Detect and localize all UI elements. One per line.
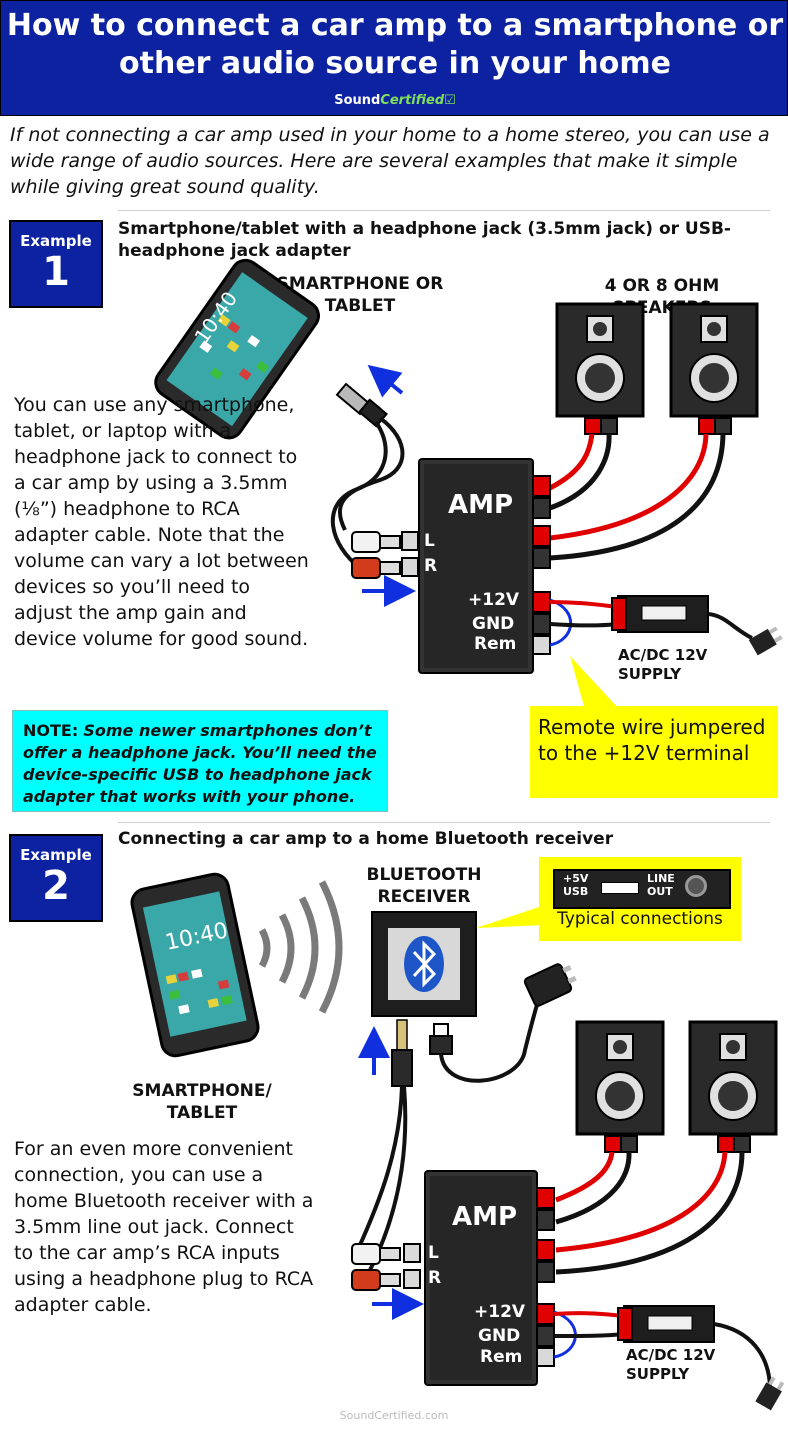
wireless-waves-icon (258, 880, 343, 1014)
term-12v-label: +12V (474, 1302, 526, 1322)
example-1-body: You can use any smartphone, tablet, or l… (14, 394, 309, 650)
amp-terminals (531, 475, 551, 655)
power-supply-icon (611, 595, 709, 633)
rca-plug-red-icon (351, 557, 401, 579)
plug-icon (748, 626, 783, 656)
example-badge-label: Example (20, 232, 92, 250)
bluetooth-receiver-icon (371, 911, 477, 1017)
example-1-badge: Example 1 (9, 220, 103, 308)
example-2-body: For an even more convenient connection, … (14, 1138, 314, 1316)
rca-plug-red-icon (351, 1269, 401, 1291)
usb-port-icon (601, 882, 639, 894)
smartphone-icon-2 (130, 872, 260, 1058)
line-out-label: LINE OUT (647, 872, 675, 898)
term-rem-label: Rem (480, 1347, 523, 1367)
input-right-label: R (428, 1268, 442, 1288)
speaker-icon (669, 302, 759, 435)
power-supply-icon (617, 1305, 715, 1343)
typical-connections-label: Typical connections (557, 909, 723, 929)
typical-connections-callout: +5V USB LINE OUT Typical connections (539, 857, 741, 941)
rca-plug-white-icon (351, 531, 401, 553)
divider (118, 822, 770, 823)
amp-label: AMP (452, 1202, 518, 1232)
term-gnd-label: GND (478, 1326, 521, 1346)
rca-plug-white-icon (351, 1243, 401, 1265)
brand-sound: Sound (334, 93, 381, 108)
check-icon: ☑ (444, 93, 456, 108)
example-badge-number: 1 (42, 249, 70, 295)
term-gnd-label: GND (472, 614, 515, 634)
footer-watermark: SoundCertified.com (339, 1409, 449, 1422)
smartphone-label: SMARTPHONE OR TABLET (276, 274, 444, 316)
example-badge-number: 2 (42, 863, 70, 909)
usb-port-label: +5V USB (563, 872, 589, 898)
amp-2 (424, 1170, 538, 1386)
brand-certified: Certified (380, 93, 445, 108)
line-out-jack-icon (685, 875, 707, 897)
intro-text: If not connecting a car amp used in your… (10, 124, 770, 198)
speaker-icon (555, 302, 645, 435)
input-right-label: R (424, 556, 438, 576)
plug-icon (755, 1376, 785, 1411)
example-2-title: Connecting a car amp to a home Bluetooth… (118, 829, 614, 849)
example-1-title: Smartphone/tablet with a headphone jack … (118, 219, 731, 261)
input-left-label: L (424, 531, 435, 551)
wall-adapter-icon (523, 963, 577, 1007)
note-box: NOTE: Some newer smartphones don’t offer… (12, 710, 388, 812)
smartphone-icon (154, 258, 320, 440)
headphone-plug-icon (335, 382, 388, 428)
term-12v-label: +12V (468, 590, 520, 610)
speaker-icon (688, 1020, 778, 1153)
smartphone-tablet-label: SMARTPHONE/ TABLET (132, 1081, 272, 1123)
divider (118, 210, 770, 211)
amp-1 (418, 458, 534, 674)
supply-label: AC/DC 12V SUPPLY (618, 646, 708, 683)
term-rem-label: Rem (474, 634, 517, 654)
input-left-label: L (428, 1243, 439, 1263)
speaker-icon (575, 1020, 665, 1153)
example-badge-label: Example (20, 846, 92, 864)
page-title: How to connect a car amp to a smartphone… (6, 8, 784, 81)
note-label: NOTE: (23, 721, 79, 740)
amp-terminals-2 (535, 1187, 555, 1367)
remote-wire-callout: Remote wire jumpered to the +12V termina… (530, 706, 778, 798)
amp-label: AMP (448, 490, 514, 520)
bluetooth-receiver-label: BLUETOOTH RECEIVER (366, 865, 482, 907)
example-2-badge: Example 2 (9, 834, 103, 922)
supply-label: AC/DC 12V SUPPLY (626, 1346, 716, 1383)
brand-logo: SoundCertified☑ (1, 93, 788, 108)
note-text: Some newer smartphones don’t offer a hea… (23, 721, 377, 806)
page-header: How to connect a car amp to a smartphone… (0, 0, 788, 116)
